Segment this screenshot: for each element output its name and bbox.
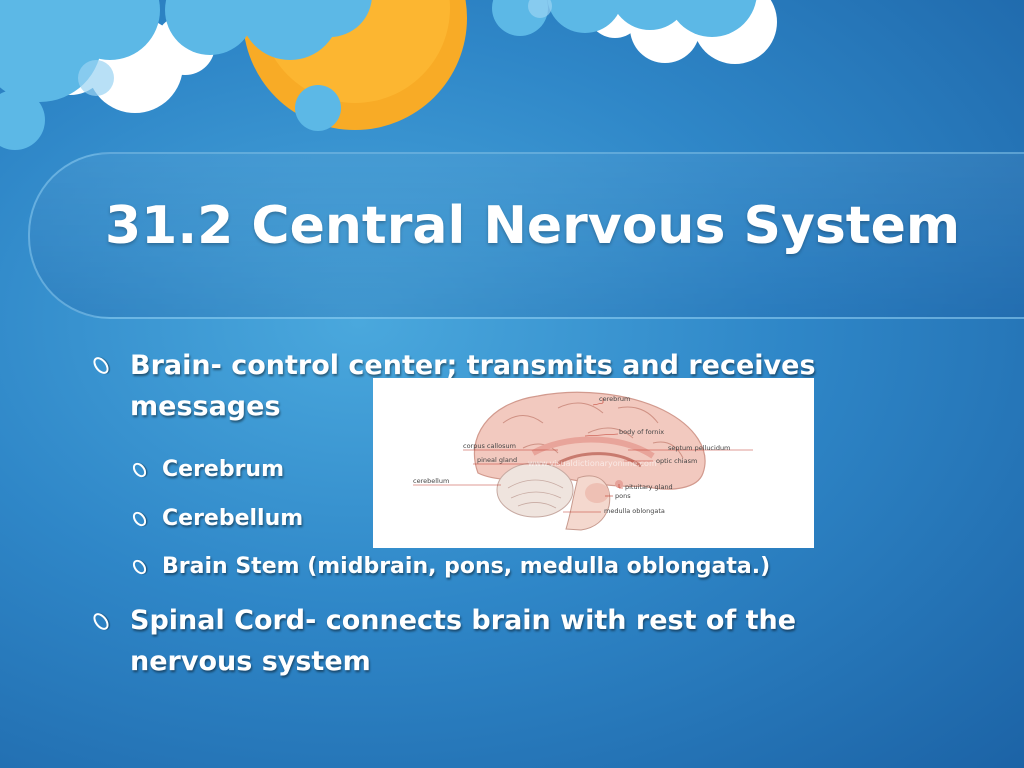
label-medulla-oblongata: medulla oblongata (604, 507, 665, 515)
bullet-spinal-cord: Spinal Cord- connects brain with rest of… (130, 605, 797, 677)
bullet-oval-icon (90, 354, 112, 377)
light-cloud-highlights (78, 0, 552, 96)
sub-bullet-cerebellum: Cerebellum (162, 506, 304, 531)
sub-bullet-oval-icon (130, 557, 149, 577)
brain-illustration (473, 391, 706, 531)
label-pineal-gland: pineal gland (477, 456, 517, 464)
bullet-brain: Brain- control center; transmits and rec… (130, 350, 816, 422)
bullet-oval-icon (90, 610, 112, 633)
title-band (28, 152, 1024, 319)
label-cerebrum: cerebrum (599, 395, 630, 403)
label-corpus-callosum: corpus callosum (463, 442, 516, 450)
sub-bullet-cerebrum: Cerebrum (162, 457, 285, 482)
sub-bullet-oval-icon (130, 509, 149, 529)
label-body-of-fornix: body of fornix (619, 428, 664, 436)
sky-decoration (0, 0, 777, 150)
label-pituitary-gland: pituitary gland (625, 483, 673, 491)
label-pons: pons (615, 492, 631, 500)
sub-bullet-oval-icon (130, 460, 149, 480)
slide-title: 31.2 Central Nervous System (105, 196, 961, 256)
brain-diagram: cerebrum body of fornix corpus callosum … (373, 378, 814, 548)
diagram-watermark: www.visualdictionaryonline.com (528, 459, 657, 468)
sub-bullet-brain-stem: Brain Stem (midbrain, pons, medulla oblo… (162, 554, 771, 579)
label-septum-pellucidum: septum pellucidum (668, 444, 730, 452)
label-leader-lines (413, 398, 753, 513)
blue-clouds (0, 0, 757, 150)
label-cerebellum: cerebellum (413, 477, 449, 485)
label-optic-chiasm: optic chiasm (656, 457, 697, 465)
